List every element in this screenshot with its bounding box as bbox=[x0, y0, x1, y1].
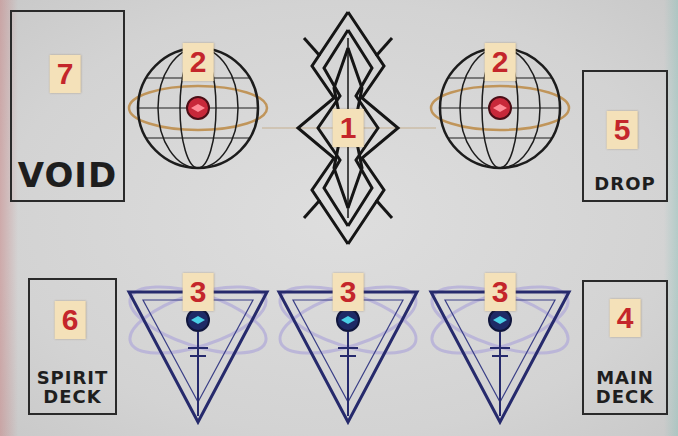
zone-box: 4MAIN DECK bbox=[582, 280, 668, 415]
callout-number: 1 bbox=[333, 109, 364, 147]
globe-zone: 2 bbox=[128, 40, 268, 176]
zone-box: 6SPIRIT DECK bbox=[28, 278, 117, 415]
zone-name: VOID bbox=[14, 158, 121, 194]
triangle-zone: 3 bbox=[123, 276, 273, 426]
triangle-zone: 3 bbox=[425, 276, 575, 426]
callout-number: 3 bbox=[485, 273, 516, 311]
callout-number: 7 bbox=[50, 55, 81, 93]
callout-number: 3 bbox=[333, 273, 364, 311]
globe-zone: 2 bbox=[430, 40, 570, 176]
callout-number: 2 bbox=[183, 43, 214, 81]
emblem-zone: 1 bbox=[290, 8, 406, 248]
callout-number: 3 bbox=[183, 273, 214, 311]
zone-box: 5DROP bbox=[582, 70, 668, 202]
callout-number: 5 bbox=[607, 111, 638, 149]
callout-number: 2 bbox=[485, 43, 516, 81]
zone-name: SPIRIT DECK bbox=[32, 369, 113, 407]
zone-box: 7VOID bbox=[10, 10, 125, 202]
zone-name: DROP bbox=[586, 175, 664, 194]
callout-number: 6 bbox=[55, 301, 86, 339]
zone-name: MAIN DECK bbox=[586, 369, 664, 407]
callout-number: 4 bbox=[610, 299, 641, 337]
triangle-zone: 3 bbox=[273, 276, 423, 426]
